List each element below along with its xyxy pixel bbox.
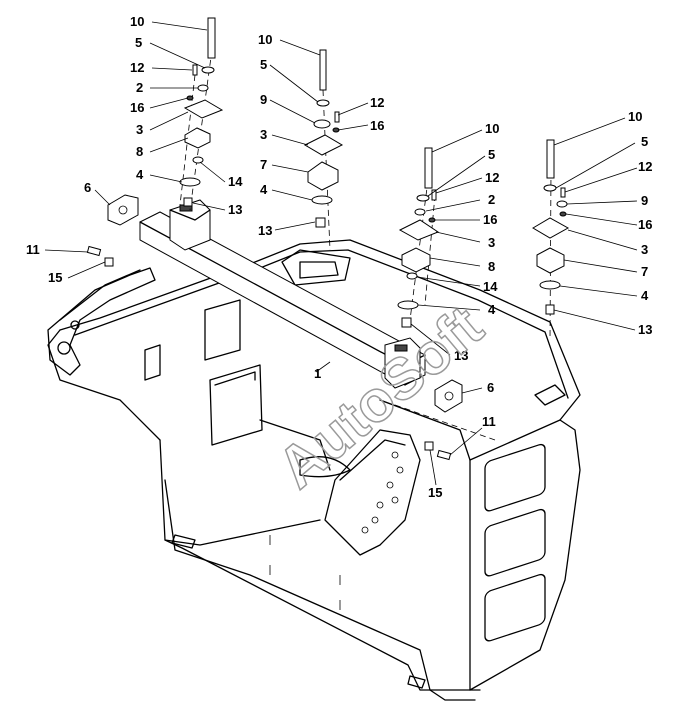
callout-13: 13 <box>258 223 272 238</box>
callout-13: 13 <box>454 348 468 363</box>
callout-9: 9 <box>641 193 648 208</box>
mount-assembly-3 <box>397 147 440 328</box>
callout-16: 16 <box>638 217 652 232</box>
callout-1: 1 <box>314 366 321 381</box>
cross-beam <box>139 199 426 389</box>
callout-13: 13 <box>638 322 652 337</box>
callout-7: 7 <box>641 264 648 279</box>
mount-assembly-4 <box>532 139 570 341</box>
callout-2: 2 <box>136 80 143 95</box>
callout-10: 10 <box>130 14 144 29</box>
callout-10: 10 <box>485 121 499 136</box>
callout-2: 2 <box>488 192 495 207</box>
bolt-right <box>394 404 496 461</box>
callout-16: 16 <box>370 118 384 133</box>
callout-12: 12 <box>485 170 499 185</box>
right-hitch-plate <box>324 429 421 556</box>
callout-3: 3 <box>260 127 267 142</box>
callout-8: 8 <box>488 259 495 274</box>
callout-10: 10 <box>258 32 272 47</box>
callout-14: 14 <box>228 174 243 189</box>
callout-4: 4 <box>136 167 144 182</box>
bracket-left <box>107 194 139 226</box>
left-hitch-plate <box>47 267 156 376</box>
bracket-right <box>434 379 463 413</box>
callout-9: 9 <box>260 92 267 107</box>
callout-16: 16 <box>483 212 497 227</box>
callout-4: 4 <box>488 302 496 317</box>
callout-13: 13 <box>228 202 242 217</box>
callout-8: 8 <box>136 144 143 159</box>
callout-11: 11 <box>482 414 496 429</box>
callout-labels: 10 5 12 2 16 3 8 4 14 13 6 11 15 10 5 9 … <box>26 14 652 500</box>
callout-12: 12 <box>370 95 384 110</box>
callout-5: 5 <box>641 134 648 149</box>
callout-3: 3 <box>641 242 648 257</box>
callout-4: 4 <box>641 288 649 303</box>
mount-assembly-2 <box>303 49 344 251</box>
leader-lines <box>44 21 638 486</box>
callout-12: 12 <box>638 159 652 174</box>
callout-5: 5 <box>488 147 495 162</box>
callout-4: 4 <box>260 182 268 197</box>
mount-assembly-1 <box>179 17 224 211</box>
callout-12: 12 <box>130 60 144 75</box>
callout-16: 16 <box>130 100 144 115</box>
callout-6: 6 <box>487 380 494 395</box>
callout-10: 10 <box>628 109 642 124</box>
callout-3: 3 <box>136 122 143 137</box>
callout-5: 5 <box>260 57 267 72</box>
callout-6: 6 <box>84 180 91 195</box>
callout-14: 14 <box>483 279 498 294</box>
callout-5: 5 <box>135 35 142 50</box>
callout-3: 3 <box>488 235 495 250</box>
callout-15: 15 <box>48 270 62 285</box>
callout-11: 11 <box>26 242 40 257</box>
bolt-left <box>86 245 114 267</box>
callout-7: 7 <box>260 157 267 172</box>
callout-15: 15 <box>428 485 442 500</box>
